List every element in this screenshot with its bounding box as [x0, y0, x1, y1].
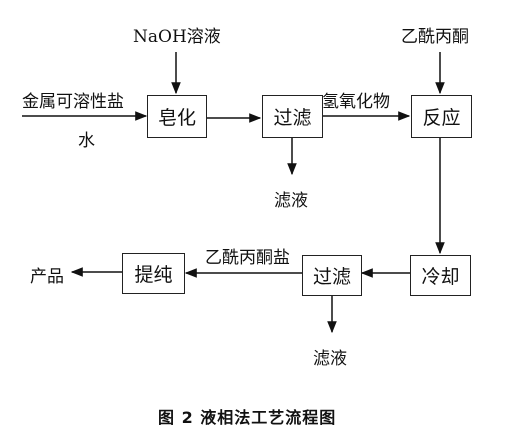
saponify-node: 皂化 — [147, 95, 207, 138]
cool-node: 冷却 — [410, 255, 471, 296]
figure-caption: 图 2 液相法工艺流程图 — [158, 408, 337, 427]
filtrate-label-2: 滤液 — [313, 349, 347, 369]
product-label: 产品 — [30, 267, 64, 287]
filter2-node: 过滤 — [302, 255, 362, 296]
saponify-node-label: 皂化 — [157, 107, 196, 129]
filter2-node-label: 过滤 — [312, 266, 351, 288]
salt-label: 金属可溶性盐 — [22, 92, 124, 112]
filter1-node: 过滤 — [262, 95, 323, 138]
cool-node-label: 冷却 — [421, 266, 460, 288]
acac-top-label: 乙酰丙酮 — [401, 27, 469, 47]
react-node-label: 反应 — [422, 107, 461, 129]
purify-node: 提纯 — [122, 253, 185, 294]
naoh-label: NaOH溶液 — [133, 27, 221, 47]
hydroxide-label: 氢氧化物 — [322, 92, 390, 112]
purify-node-label: 提纯 — [134, 264, 173, 286]
filter1-node-label: 过滤 — [273, 107, 312, 129]
acac-salt-label: 乙酰丙酮盐 — [205, 248, 290, 268]
react-node: 反应 — [411, 95, 472, 138]
water-label: 水 — [78, 131, 95, 151]
filtrate-label-1: 滤液 — [274, 191, 308, 211]
